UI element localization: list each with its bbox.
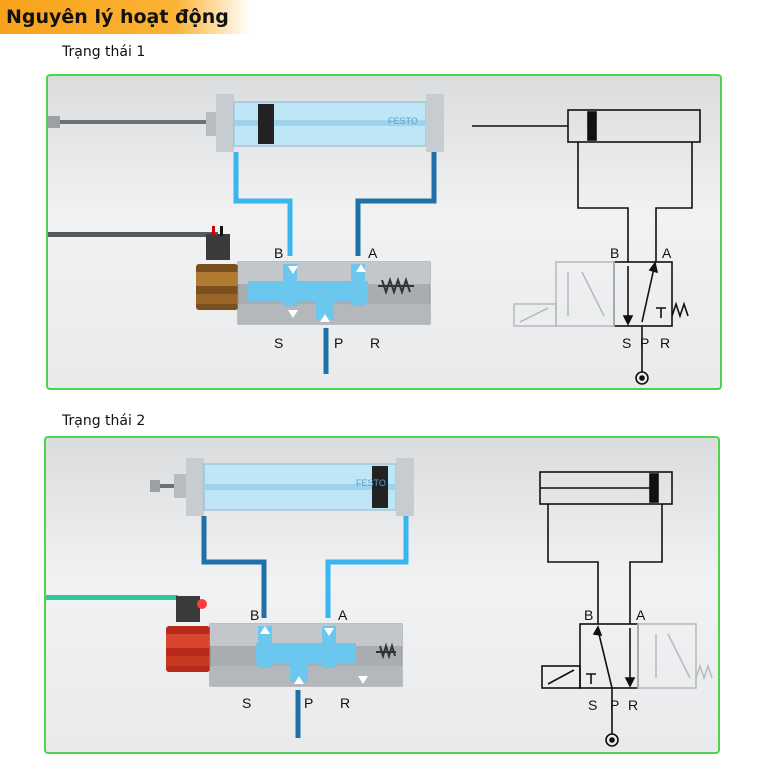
solenoid-coil — [166, 596, 210, 672]
spring — [378, 276, 414, 296]
port-b-label: B — [250, 607, 259, 623]
port-b-label: B — [274, 245, 283, 261]
schematic-symbol — [539, 471, 713, 747]
schematic-port-r: R — [660, 335, 670, 351]
port-s-label: S — [242, 695, 251, 711]
schematic-port-p: P — [640, 335, 649, 351]
tube-a — [355, 152, 437, 256]
port-a-label: A — [338, 607, 348, 623]
tube-a — [325, 516, 409, 618]
valve-body — [209, 623, 403, 687]
port-r-label: R — [340, 695, 350, 711]
schematic-port-p: P — [610, 697, 619, 713]
state-2-illustration: FESTO B A S — [46, 458, 713, 747]
state-1-label: Trạng thái 1 — [62, 44, 146, 60]
tube-b — [233, 152, 293, 256]
schematic-port-s: S — [622, 335, 631, 351]
schematic-port-a: A — [636, 607, 646, 623]
header-bar — [0, 0, 250, 34]
pneumatic-cylinder: FESTO — [48, 94, 444, 152]
port-p-label: P — [334, 335, 343, 351]
schematic-port-r: R — [628, 697, 638, 713]
tube-b — [201, 516, 267, 618]
port-s-label: S — [274, 335, 283, 351]
valve-body — [237, 261, 431, 325]
schematic-port-a: A — [662, 245, 672, 261]
port-p-label: P — [304, 695, 313, 711]
spring — [376, 642, 396, 660]
cylinder-brand: FESTO — [388, 116, 418, 126]
indicator-led — [197, 599, 207, 609]
state-2-panel: FESTO B A S — [44, 436, 720, 754]
schematic-symbol — [472, 109, 701, 385]
state-1-panel: FESTO B A — [46, 74, 722, 390]
schematic-port-b: B — [610, 245, 619, 261]
schematic-port-b: B — [584, 607, 593, 623]
state-2-label: Trạng thái 2 — [62, 413, 146, 429]
page-title: Nguyên lý hoạt động — [6, 6, 229, 28]
port-r-label: R — [370, 335, 380, 351]
pneumatic-cylinder: FESTO — [150, 458, 414, 516]
cylinder-brand: FESTO — [356, 478, 386, 488]
schematic-port-s: S — [588, 697, 597, 713]
signal-wire-on — [46, 595, 178, 600]
signal-wire-off — [48, 232, 218, 237]
solenoid-coil — [196, 226, 238, 310]
state-1-illustration: FESTO B A — [48, 94, 701, 385]
port-a-label: A — [368, 245, 378, 261]
